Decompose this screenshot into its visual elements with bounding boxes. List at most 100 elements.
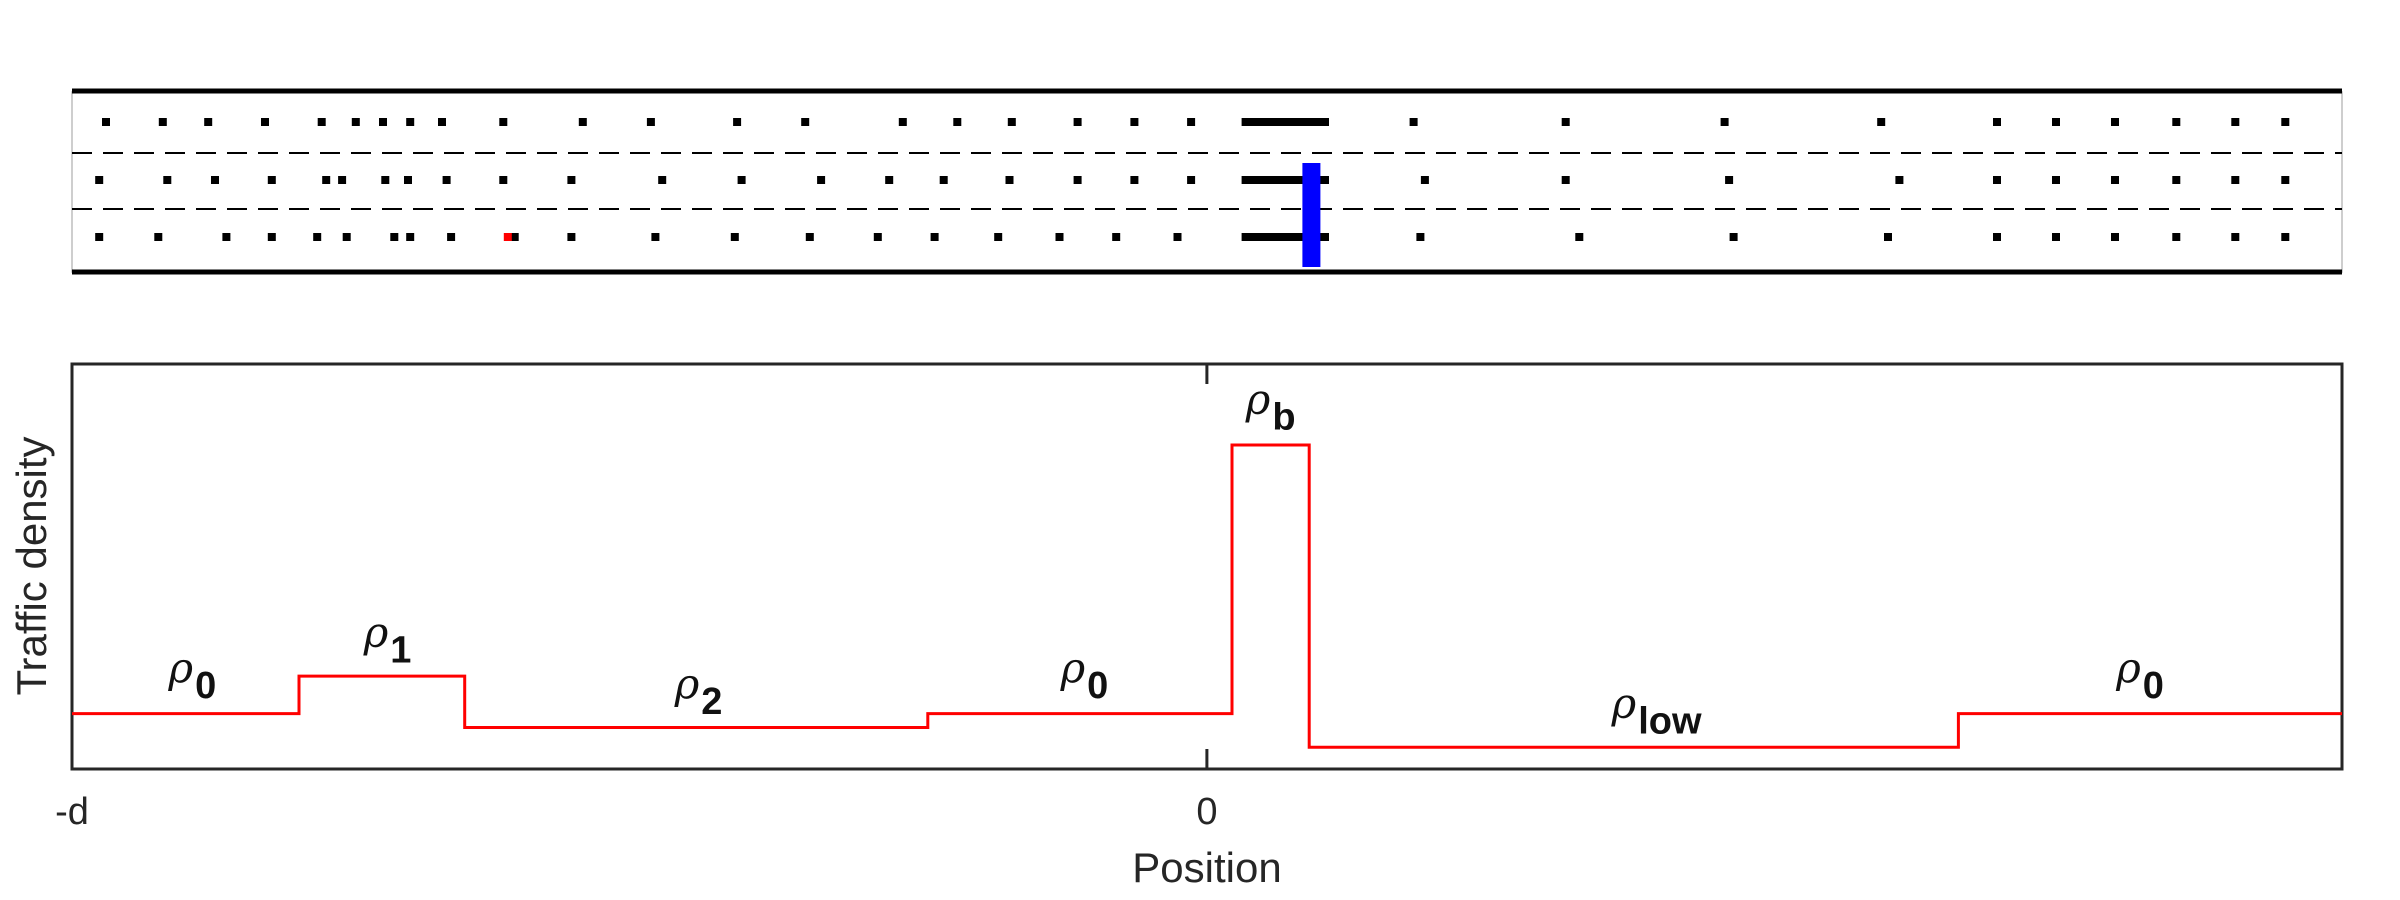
car-lane1-34 xyxy=(1409,118,1418,126)
car-lane3-20 xyxy=(1241,233,1250,241)
car-lane3-7 xyxy=(406,233,415,241)
car-lane3-42 xyxy=(2231,233,2240,241)
car-lane3-13 xyxy=(805,233,814,241)
car-lane3-0 xyxy=(95,233,104,241)
car-lane2-24 xyxy=(1264,176,1273,184)
car-lane2-39 xyxy=(2052,176,2060,184)
car-lane1-35 xyxy=(1561,118,1570,126)
car-lane2-17 xyxy=(1073,176,1082,184)
car-lane2-22 xyxy=(1252,176,1261,184)
car-lane1-3 xyxy=(261,118,269,126)
density-label-4: ρb xyxy=(1245,374,1296,438)
car-lane1-32 xyxy=(1314,118,1323,126)
car-lane3-41 xyxy=(2172,233,2181,241)
x-tick-label-1: 0 xyxy=(1196,791,1217,833)
density-label-2: ρ2 xyxy=(674,659,723,723)
car-lane2-25 xyxy=(1270,176,1278,184)
car-lane1-40 xyxy=(2111,118,2119,126)
x-axis-label: Position xyxy=(1132,844,1281,891)
car-lane3-39 xyxy=(2052,233,2060,241)
density-series-line xyxy=(72,443,2342,749)
car-lane2-18 xyxy=(1130,176,1139,184)
highlighted-car xyxy=(503,233,512,241)
car-lane3-23 xyxy=(1258,233,1267,241)
density-frame xyxy=(70,362,2344,771)
car-lane2-16 xyxy=(1005,176,1014,184)
car-lane2-33 xyxy=(1321,176,1329,184)
density-label-sub-5: low xyxy=(1638,701,1702,743)
car-lane1-20 xyxy=(1241,118,1250,126)
car-lane2-34 xyxy=(1420,176,1429,184)
car-lane1-15 xyxy=(953,118,962,126)
car-lane2-27 xyxy=(1281,176,1290,184)
car-lane1-28 xyxy=(1287,118,1295,126)
car-lane3-3 xyxy=(267,233,276,241)
car-lane3-27 xyxy=(1281,233,1290,241)
car-lane1-16 xyxy=(1007,118,1016,126)
car-lane3-25 xyxy=(1270,233,1278,241)
car-lane3-9 xyxy=(510,233,519,241)
car-lane3-5 xyxy=(342,233,351,241)
density-label-1: ρ1 xyxy=(363,608,412,672)
car-lane2-0 xyxy=(95,176,104,184)
car-lane3-12 xyxy=(730,233,739,241)
car-lane1-37 xyxy=(1877,118,1886,126)
car-lane1-6 xyxy=(379,118,387,126)
car-lane3-2 xyxy=(222,233,231,241)
x-ticks: -d 0 xyxy=(55,364,1217,833)
car-lane1-26 xyxy=(1275,118,1284,126)
car-lane1-5 xyxy=(351,118,360,126)
car-lane2-4 xyxy=(322,176,331,184)
car-lane1-23 xyxy=(1258,118,1267,126)
density-label-sub-4: b xyxy=(1272,396,1295,438)
car-lane1-8 xyxy=(438,118,446,126)
car-lane1-2 xyxy=(204,118,213,126)
car-lane1-10 xyxy=(578,118,587,126)
car-lane1-7 xyxy=(406,118,415,126)
density-label-symbol-1: ρ xyxy=(363,608,389,657)
car-lane1-36 xyxy=(1720,118,1729,126)
density-label-sub-6: 0 xyxy=(2143,665,2164,707)
car-lane3-34 xyxy=(1416,233,1425,241)
car-lane3-14 xyxy=(873,233,882,241)
car-lane3-17 xyxy=(1055,233,1064,241)
car-lane1-17 xyxy=(1073,118,1082,126)
car-lane3-8 xyxy=(447,233,456,241)
car-lane3-26 xyxy=(1275,233,1284,241)
density-label-symbol-4: ρ xyxy=(1245,374,1271,423)
car-lane3-19 xyxy=(1173,233,1182,241)
car-lane2-8 xyxy=(442,176,451,184)
cars xyxy=(95,118,2290,267)
x-tick-label-0: -d xyxy=(55,791,89,833)
y-axis-label: Traffic density xyxy=(8,436,55,695)
car-lane3-38 xyxy=(1993,233,2001,241)
density-label-sub-0: 0 xyxy=(195,665,216,707)
car-lane2-35 xyxy=(1561,176,1570,184)
car-lane3-11 xyxy=(651,233,660,241)
density-label-sub-2: 2 xyxy=(701,681,722,723)
obstacle-block xyxy=(1302,163,1321,267)
car-lane1-1 xyxy=(158,118,167,126)
car-lane3-36 xyxy=(1729,233,1738,241)
car-lane1-22 xyxy=(1252,118,1261,126)
car-lane3-18 xyxy=(1112,233,1121,241)
car-lane2-29 xyxy=(1293,176,1302,184)
car-lane3-40 xyxy=(2111,233,2119,241)
car-lane1-4 xyxy=(317,118,326,126)
density-label-6: ρ0 xyxy=(2115,643,2164,707)
car-lane1-25 xyxy=(1270,118,1278,126)
car-lane1-14 xyxy=(898,118,907,126)
car-lane1-24 xyxy=(1264,118,1273,126)
car-lane2-23 xyxy=(1258,176,1267,184)
car-lane2-19 xyxy=(1187,176,1196,184)
car-lane2-10 xyxy=(567,176,576,184)
car-lane2-13 xyxy=(817,176,826,184)
road-panel xyxy=(71,88,2343,275)
car-lane3-16 xyxy=(994,233,1003,241)
density-label-sub-3: 0 xyxy=(1087,665,1108,707)
car-lane2-37 xyxy=(1895,176,1904,184)
car-lane2-9 xyxy=(499,176,508,184)
car-lane3-1 xyxy=(154,233,163,241)
density-label-5: ρlow xyxy=(1610,679,1701,743)
car-lane2-12 xyxy=(737,176,746,184)
